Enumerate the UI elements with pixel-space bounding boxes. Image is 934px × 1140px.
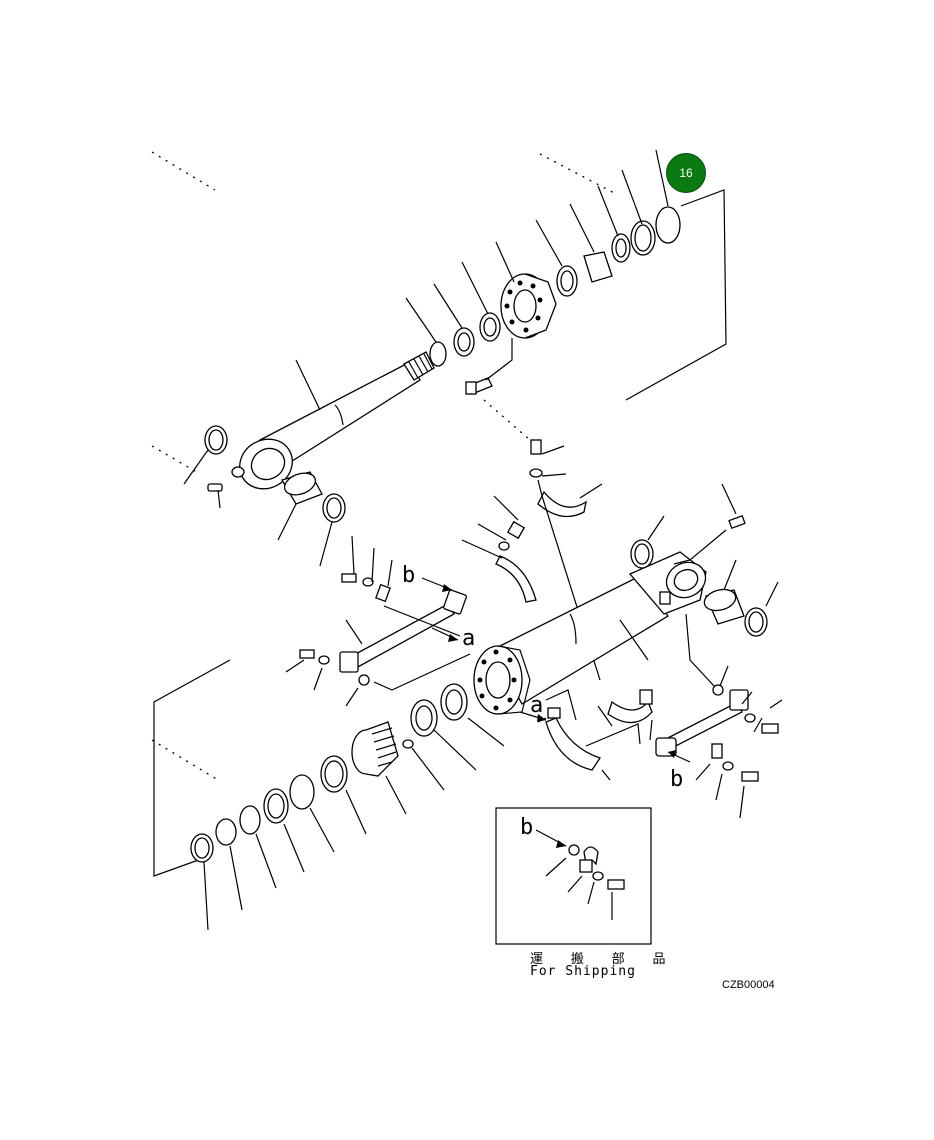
cushion-ring bbox=[239, 805, 261, 835]
o-ring-16 bbox=[655, 206, 681, 244]
piston-rod-assembly bbox=[204, 206, 681, 523]
callout-number-badge[interactable]: 16 bbox=[666, 153, 706, 193]
flange-bolt bbox=[341, 573, 357, 583]
inset-caption-english: For Shipping bbox=[530, 964, 636, 979]
flow-label-b-upper: b bbox=[402, 563, 415, 588]
arrow-icon bbox=[442, 584, 452, 592]
o-ring-lower bbox=[215, 818, 237, 846]
arrow-icon bbox=[537, 714, 546, 722]
grease-fitting bbox=[728, 515, 746, 529]
cylinder-tube bbox=[473, 483, 779, 727]
clamp-assembly-lower: a b bbox=[519, 689, 783, 819]
arrow-icon bbox=[556, 840, 566, 848]
snap-ring bbox=[429, 341, 447, 367]
piston-assembly bbox=[153, 659, 505, 931]
flow-label-b-inset: b bbox=[520, 815, 533, 840]
clamp-bolt bbox=[530, 439, 542, 455]
pipe-clamp-lower bbox=[545, 717, 602, 771]
pipe-b-upper: b a bbox=[285, 535, 475, 707]
shipping-parts-inset: b bbox=[495, 807, 652, 945]
leader-lines-upper bbox=[183, 149, 727, 567]
alignment-dotted-lines bbox=[151, 151, 617, 781]
flow-label-b-lower: b bbox=[670, 767, 683, 792]
pipe-clamp-middle bbox=[495, 555, 537, 603]
wear-ring bbox=[289, 774, 315, 810]
inset-caption-japanese: 運 搬 部 品 bbox=[530, 952, 676, 967]
pipe-clamp-upper bbox=[537, 490, 587, 518]
head-bushing bbox=[583, 251, 613, 283]
inset-frame bbox=[495, 807, 652, 945]
flow-label-a-lower: a bbox=[530, 693, 543, 718]
arrow-icon bbox=[448, 634, 458, 642]
arrow-icon bbox=[668, 750, 676, 758]
set-screw bbox=[402, 739, 414, 749]
drawing-code: CZB00004 bbox=[722, 979, 775, 991]
rod-grease-nipple bbox=[231, 466, 245, 478]
flow-label-a-upper: a bbox=[462, 626, 475, 651]
pipe-clamp-right bbox=[607, 700, 653, 724]
rod-grease-fitting bbox=[207, 483, 223, 492]
clamp-assembly-upper bbox=[461, 439, 603, 681]
